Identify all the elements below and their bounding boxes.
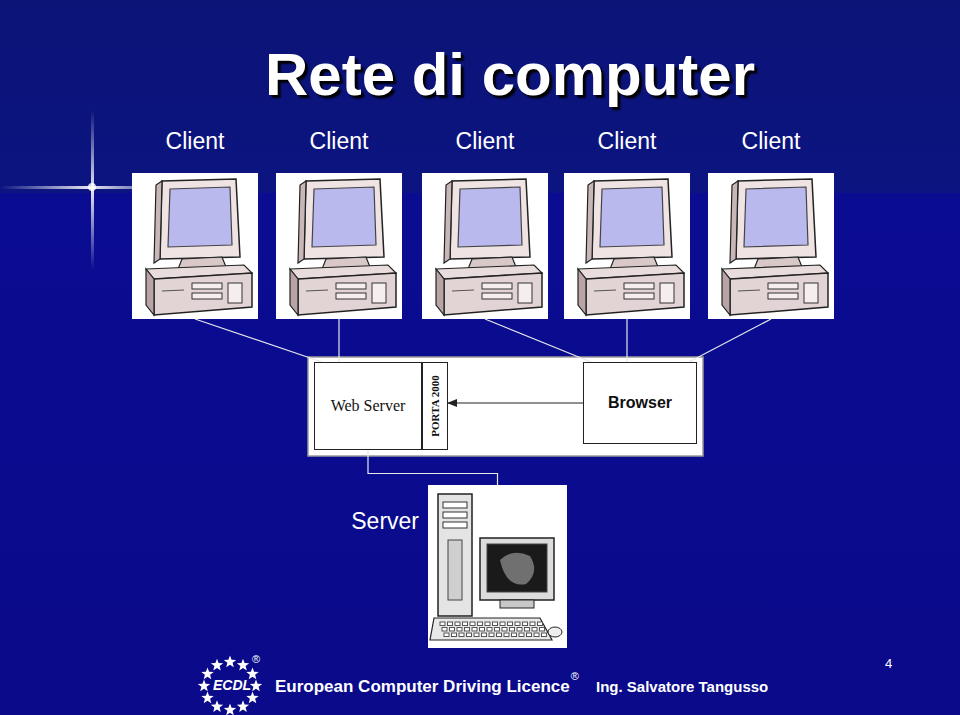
port-box: PORTA 2000 — [422, 362, 448, 450]
network-link — [338, 319, 339, 362]
client-computer: Client — [708, 173, 834, 319]
network-link — [626, 319, 627, 362]
network-link — [689, 319, 771, 362]
client-computer: Client — [422, 173, 548, 319]
registered-mark: ® — [571, 670, 579, 682]
client-computer: Client — [132, 173, 258, 319]
network-link — [195, 319, 322, 362]
node-heading: Client — [310, 127, 369, 155]
node-heading: Server — [351, 507, 419, 535]
registered-mark: ® — [252, 653, 260, 665]
server-computer — [428, 485, 567, 648]
server-node: Server — [428, 485, 567, 648]
node-heading: Client — [598, 127, 657, 155]
author-name: Ing. Salvatore Tangusso — [596, 677, 768, 697]
node-heading: Client — [742, 127, 801, 155]
page-number: 4 — [885, 656, 892, 672]
node-label: Browser — [608, 393, 672, 413]
network-link — [485, 319, 591, 362]
network-link — [368, 450, 498, 485]
node-label: PORTA 2000 — [429, 375, 442, 436]
node-label: Web Server — [331, 396, 406, 416]
client-computer: Client — [276, 173, 402, 319]
client-computer: Client — [564, 173, 690, 319]
process-box: Web Server — [314, 362, 422, 450]
node-heading: Client — [166, 127, 225, 155]
flow-arrow — [448, 403, 583, 404]
process-box: Browser — [583, 362, 697, 444]
container-box — [308, 357, 703, 456]
slide-title: Rete di computer — [0, 40, 960, 110]
footer-text: European Computer Driving Licence — [275, 676, 570, 698]
node-heading: Client — [456, 127, 515, 155]
logo-text: ECDL — [213, 676, 251, 694]
